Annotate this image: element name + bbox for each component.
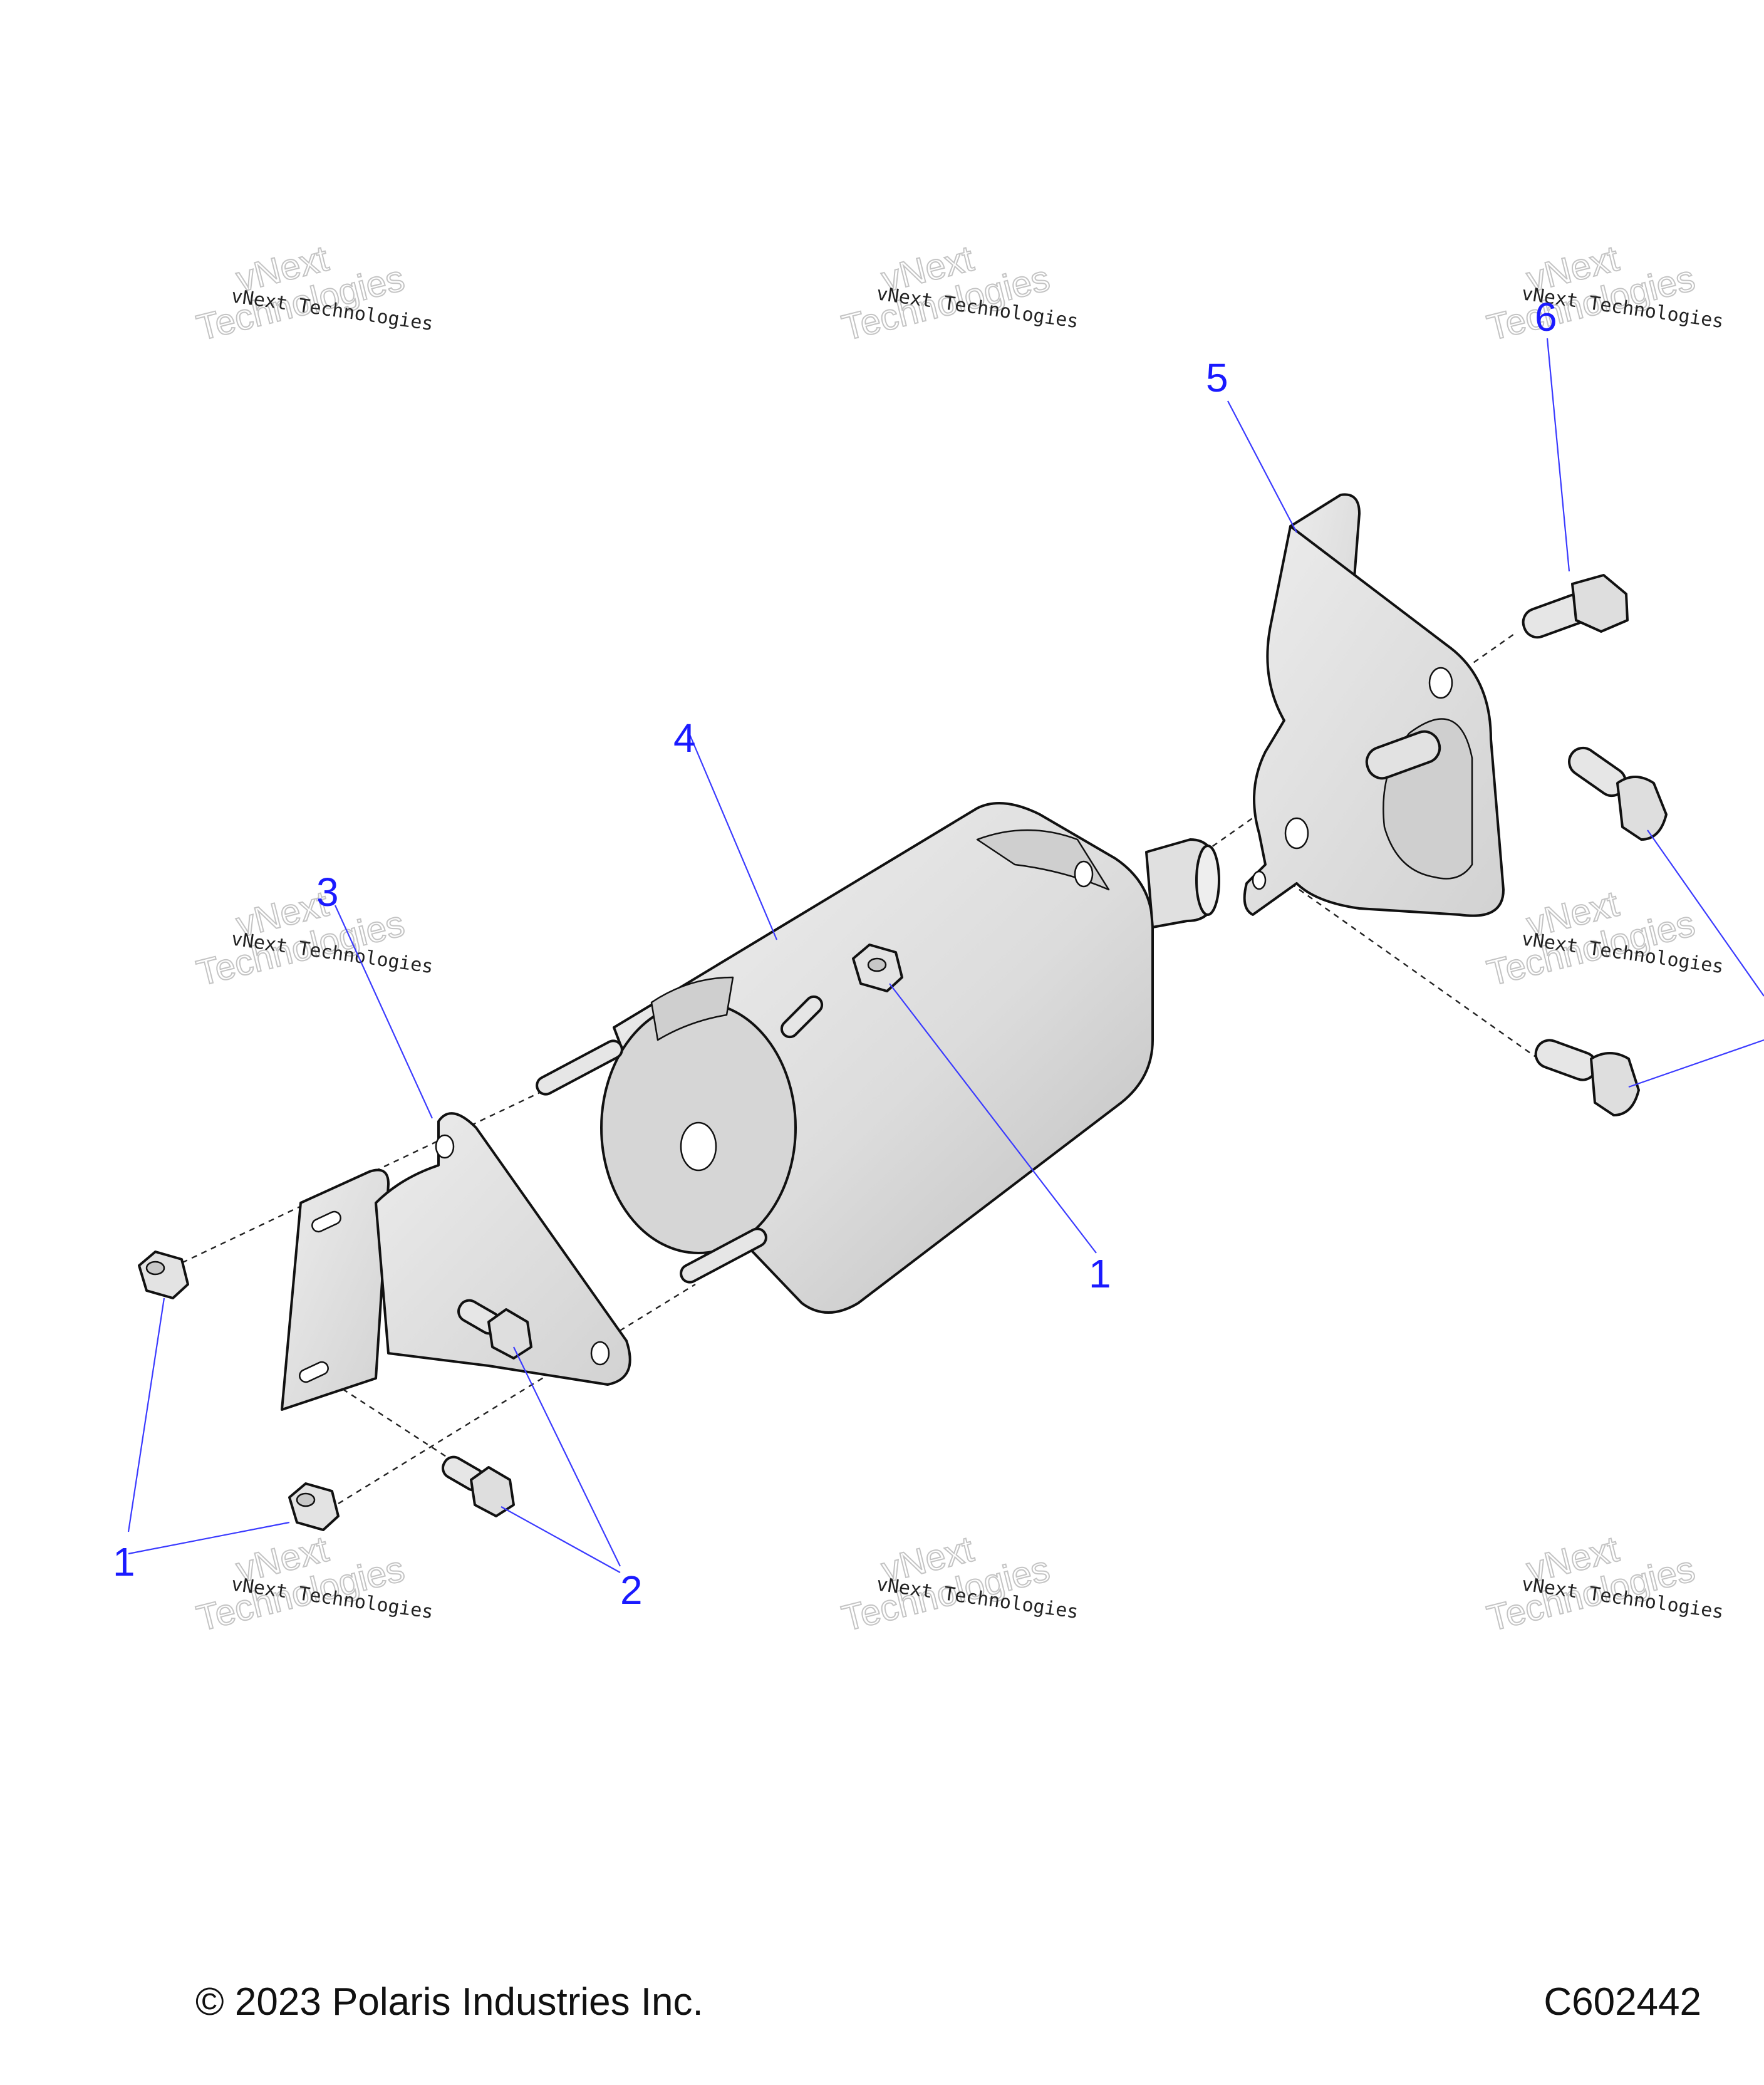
callout-front-bolts: 2 — [620, 1568, 643, 1613]
watermark-tile-top-right: vNext Technologies — [1483, 237, 1699, 350]
figure-code: C602442 — [1544, 1980, 1701, 2024]
copyright-notice: © 2023 Polaris Industries Inc. — [195, 1980, 703, 2024]
watermark-tile-mid-left: vNext Technologies — [192, 883, 409, 995]
watermark-tile-bottom-right: vNext Technologies — [1483, 1528, 1699, 1640]
rear-bolt-mid — [1568, 746, 1668, 841]
front-bracket — [281, 1112, 631, 1411]
watermark-tile-bottom-center: vNext Technologies — [838, 1528, 1054, 1640]
leader-lines — [127, 338, 1764, 1573]
flange-nut-bottom — [288, 1482, 340, 1531]
callout-starter-motor: 4 — [673, 715, 696, 761]
flange-nut-top — [138, 1250, 189, 1299]
rear-bolt-top — [1522, 574, 1629, 639]
callout-nut-motor: 1 — [1089, 1251, 1111, 1296]
callout-rear-bolts: 6 — [1535, 294, 1557, 340]
callout-nuts-front: 1 — [113, 1539, 135, 1584]
callout-front-bracket: 3 — [316, 870, 339, 915]
starter-motor — [536, 802, 1220, 1314]
flange-bolt-upper — [457, 1299, 532, 1360]
watermark-tile-bottom-left: vNext Technologies — [192, 1528, 409, 1640]
callout-rear-bracket: 5 — [1206, 355, 1228, 400]
rear-bracket — [1243, 493, 1505, 917]
rear-bolt-bottom — [1534, 1039, 1640, 1116]
flange-bolt-lower — [442, 1455, 515, 1517]
flange-nut-motor — [852, 944, 903, 992]
watermark-tile-top-left: vNext Technologies — [192, 237, 409, 350]
watermark-tile-top-center: vNext Technologies — [838, 237, 1054, 350]
watermark-tile-mid-right: vNext Technologies — [1483, 883, 1699, 995]
